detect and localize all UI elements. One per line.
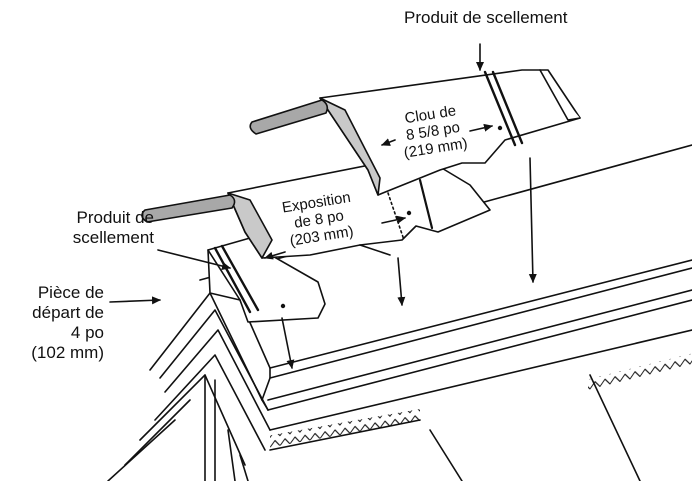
gable-line-2 [159,309,269,411]
callout-arrows [109,43,537,369]
ridge-front-edge-3 [267,289,692,401]
arrow-exposure-left [264,251,286,260]
cap-shingle-1 [227,154,491,259]
ridge-front-edge-2 [269,267,692,379]
label-starter-line-2: départ de [32,303,104,322]
shingle-strip-1 [270,408,420,448]
gable-post-4 [239,454,249,481]
sealant-rolls [141,99,329,223]
label-starter-line-3: 4 po [70,323,104,342]
gable-line-6 [124,399,191,466]
gable-line-7 [107,419,176,481]
sealant-roll-upper [249,99,329,135]
gable-line-4 [154,354,266,451]
label-starter-line-1: Pièce de [37,283,104,302]
gable-line-3 [164,329,271,431]
arrow-exposure [381,215,406,224]
label-starter-line-4: (102 mm) [31,343,104,362]
label-sealant-left-line-1: Produit de [76,208,155,227]
ridge-front-edge-1 [269,259,692,369]
arrow-starter [109,296,161,305]
rafter-line-1 [429,429,463,481]
eave-line-1 [269,329,692,431]
sealant-roll-lower [141,194,236,223]
arrow-down-3 [528,157,537,283]
exposure-dotted-line [387,192,405,241]
arrow-nail-left [381,138,396,146]
cap-shingle-2 [319,69,581,196]
arrow-sealant-left [157,249,231,270]
label-sealant-top: Produit de scellement [404,8,567,28]
ridge-front-edge-4 [267,299,692,411]
arrow-down-1 [281,317,295,369]
arrow-nail [469,123,493,132]
roof-structure [107,144,692,481]
gable-post-3 [227,429,236,481]
label-sealant-left: Produit de scellement [24,208,154,248]
rafter-line-2 [589,374,641,481]
shingle-strip-2 [588,353,692,392]
label-starter-piece: Pièce de départ de 4 po (102 mm) [0,283,104,363]
label-sealant-top-text: Produit de scellement [404,8,568,27]
arrow-down-2 [397,257,406,306]
label-sealant-left-line-2: scellement [72,228,154,247]
